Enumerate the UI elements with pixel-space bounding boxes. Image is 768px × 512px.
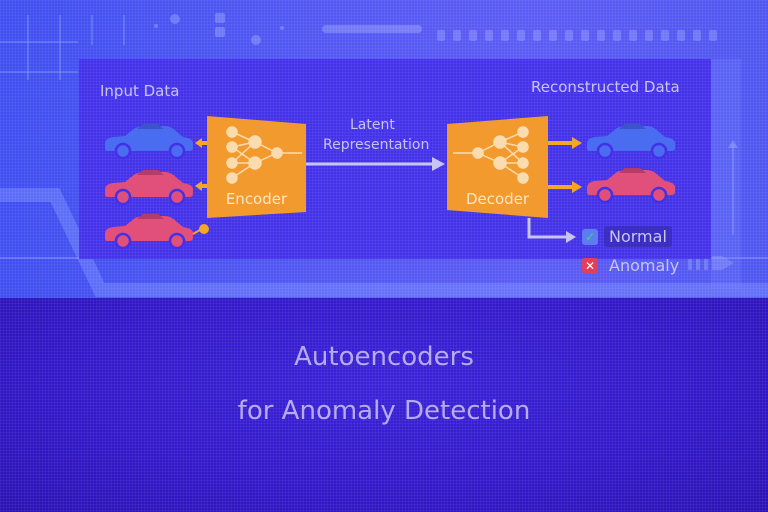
legend-normal: ✓ Normal — [582, 226, 672, 247]
dot — [215, 13, 225, 23]
input-car-3-icon — [105, 214, 193, 250]
decoder-network-icon — [453, 126, 529, 184]
dot — [170, 14, 180, 24]
reconstructed-data-label: Reconstructed Data — [531, 78, 680, 96]
trace-line — [0, 188, 768, 297]
legend-normal-label: Normal — [604, 226, 672, 247]
anomaly-dot-icon — [199, 224, 209, 234]
check-icon: ✓ — [582, 228, 598, 245]
title-line-1: Autoencoders — [294, 342, 474, 372]
classification-arrowhead-icon — [566, 231, 576, 243]
decoder-label: Decoder — [465, 190, 530, 208]
classification-arrow — [527, 218, 568, 239]
title-line-2: for Anomaly Detection — [237, 396, 531, 426]
dot — [251, 35, 261, 45]
dash-row — [437, 30, 717, 41]
output-car-2-icon — [587, 168, 675, 204]
right-dashes — [688, 256, 734, 270]
cross-icon: ✕ — [582, 257, 598, 274]
diagram-graphics — [105, 116, 675, 250]
input-arrow-icon — [195, 138, 207, 191]
side-panel — [711, 59, 741, 289]
input-car-1-icon — [105, 124, 193, 160]
legend-anomaly: ✕ Anomaly — [582, 255, 684, 276]
up-arrow-head — [728, 140, 738, 148]
dot — [154, 24, 158, 28]
encoder-network-icon — [226, 126, 302, 184]
representation-label: Representation — [323, 137, 430, 153]
input-car-2-icon — [105, 170, 193, 206]
latent-arrowhead-icon — [432, 157, 445, 171]
output-car-1-icon — [587, 124, 675, 160]
input-data-label: Input Data — [100, 82, 180, 100]
legend-anomaly-label: Anomaly — [609, 256, 680, 275]
title-background — [0, 298, 768, 512]
bar — [322, 25, 422, 33]
output-arrow-icon — [548, 137, 582, 193]
dot — [280, 26, 284, 30]
dot — [215, 27, 225, 37]
latent-label: Latent — [350, 117, 395, 133]
encoder-label: Encoder — [225, 190, 288, 208]
